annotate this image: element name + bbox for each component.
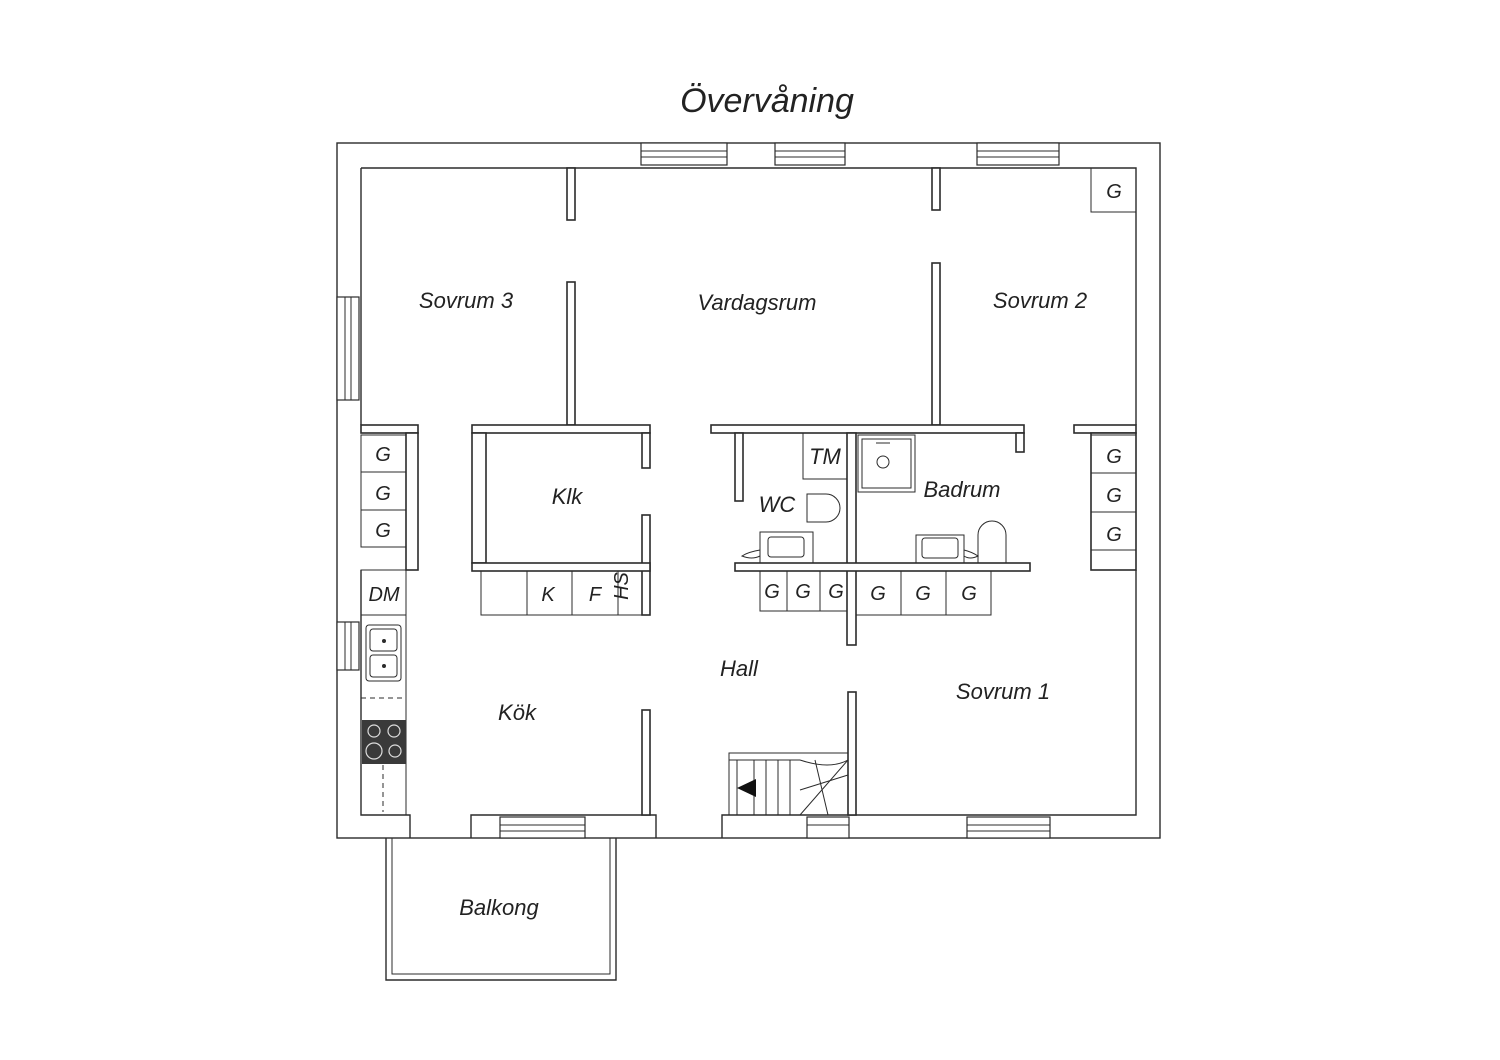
closet-label: G <box>375 520 391 542</box>
closet-label: G <box>915 583 931 605</box>
closet-label: G <box>764 581 780 603</box>
closet-label: G <box>828 581 844 603</box>
closet-label: G <box>1106 446 1122 468</box>
closet-label: G <box>961 583 977 605</box>
room-label-klk: Klk <box>552 484 584 509</box>
room-label-sovrum1: Sovrum 1 <box>956 679 1050 704</box>
plan-title: Övervåning <box>680 82 854 120</box>
dishwasher-label: DM <box>368 584 399 606</box>
room-label-kok: Kök <box>498 700 537 725</box>
closet-label: G <box>795 581 811 603</box>
freezer-label: F <box>589 584 603 606</box>
room-label-sovrum2: Sovrum 2 <box>993 288 1087 313</box>
closets <box>360 167 1137 616</box>
closet-label: G <box>1106 524 1122 546</box>
closet-label: G <box>1106 485 1122 507</box>
closet-label: G <box>1106 181 1122 203</box>
closet-label: G <box>375 483 391 505</box>
broom-closet-label: HS <box>611 571 633 599</box>
room-label-badrum: Badrum <box>923 477 1000 502</box>
room-label-sovrum3: Sovrum 3 <box>419 288 514 313</box>
room-label-wc: WC <box>759 492 796 517</box>
interior-walls <box>360 167 1137 816</box>
windows <box>336 142 1060 839</box>
outer-walls <box>336 142 1161 839</box>
bathroom-fixtures <box>857 434 1007 564</box>
closet-label: G <box>870 583 886 605</box>
fridge-label: K <box>541 584 556 606</box>
room-label-hall: Hall <box>720 656 759 681</box>
wc-fixtures <box>740 493 841 564</box>
room-label-balkong: Balkong <box>459 895 539 920</box>
kitchen-counter <box>360 569 407 816</box>
closet-label: G <box>375 444 391 466</box>
balcony <box>385 838 617 981</box>
room-label-vardagsrum: Vardagsrum <box>697 290 816 315</box>
room-label-tm: TM <box>809 444 841 469</box>
staircase <box>728 752 849 816</box>
